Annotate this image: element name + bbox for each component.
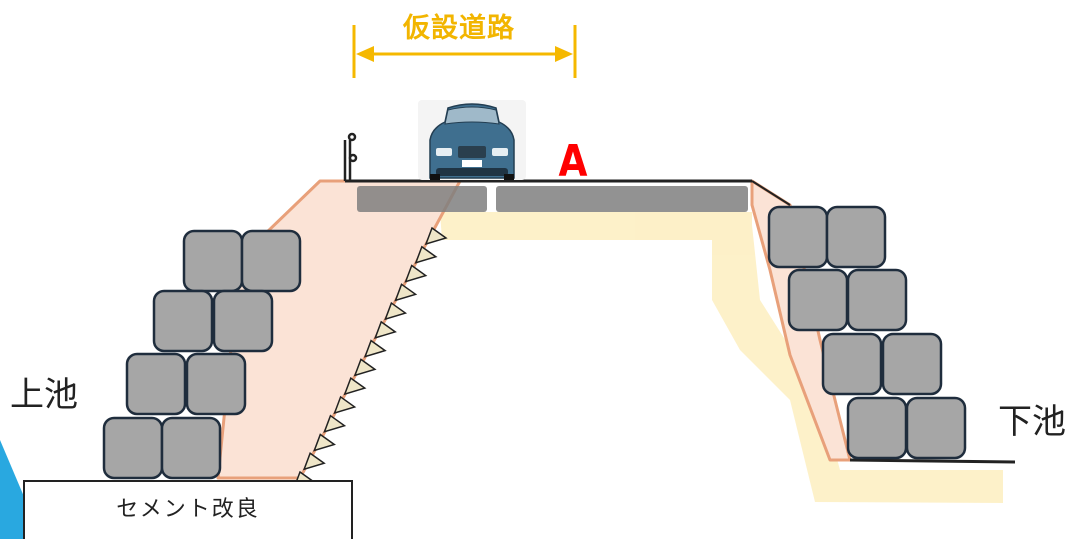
stone-block-icon (787, 268, 849, 332)
stone-block-icon (240, 229, 302, 293)
guardrail-post-icon (343, 132, 358, 181)
lower-ground-line (849, 458, 1016, 464)
pavement-layer (357, 186, 748, 212)
hatch-mark (373, 320, 397, 339)
stone-block-icon (881, 332, 943, 396)
stone-block-icon (152, 289, 214, 353)
stone-block-icon (846, 396, 908, 460)
stone-block-icon (182, 229, 244, 293)
road-width-dimension (352, 25, 577, 78)
stone-block-icon (212, 289, 274, 353)
car-icon (418, 100, 526, 180)
stone-block-icon (160, 416, 222, 480)
slope-hatching-icon (292, 226, 448, 490)
hatch-mark (394, 283, 418, 302)
hatch-mark (343, 376, 367, 396)
hatch-mark (404, 264, 428, 283)
stone-block-icon (102, 416, 164, 480)
hatch-mark (384, 301, 408, 321)
hatch-mark (414, 245, 438, 264)
stone-block-icon (185, 352, 247, 416)
point-a-marker: A (558, 136, 588, 187)
hatch-mark (424, 226, 448, 246)
cement-improvement-label: セメント改良 (116, 497, 260, 522)
hatch-mark (353, 358, 377, 377)
lower-pond-label: 下池 (998, 402, 1066, 442)
stone-block-icon (767, 205, 829, 269)
stone-block-group (102, 205, 967, 480)
stone-block-icon (821, 332, 883, 396)
stone-block-icon (825, 205, 887, 269)
upper-pond-label: 上池 (10, 375, 78, 415)
stone-block-icon (846, 268, 908, 332)
hatch-mark (313, 433, 336, 452)
stone-block-icon (905, 396, 967, 460)
right-ground-line (751, 180, 791, 206)
hatch-mark (302, 452, 326, 471)
stone-block-icon (125, 352, 187, 416)
hatch-mark (363, 339, 387, 358)
subgrade-layer (440, 212, 1003, 503)
hatch-mark (333, 395, 357, 415)
temporary-road-label: 仮設道路 (403, 13, 515, 44)
cement-improvement-box (23, 480, 353, 543)
hatch-mark (323, 414, 347, 433)
